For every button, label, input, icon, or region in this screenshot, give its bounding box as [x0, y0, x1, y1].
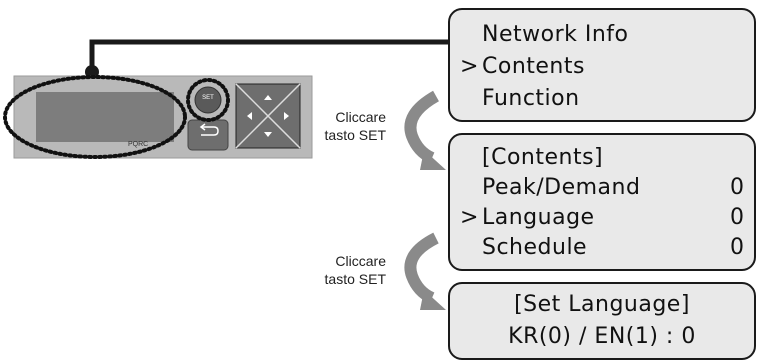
contents-item-schedule: Schedule	[482, 235, 588, 260]
contents-item-peak-demand-value: 0	[730, 175, 744, 200]
step-caption-1-line1: Cliccare	[335, 109, 386, 125]
up-arrow-icon	[264, 95, 272, 100]
contents-item-schedule-value: 0	[730, 235, 744, 260]
language-value-line: KR(0) / EN(1) : 0	[508, 324, 696, 349]
right-arrow-icon	[284, 112, 289, 120]
step-caption-1: Cliccare tasto SET	[306, 108, 386, 144]
selection-cursor: >	[460, 54, 479, 79]
model-label: PQRC	[128, 141, 149, 148]
left-arrow-icon	[247, 112, 252, 120]
connector-line	[89, 39, 452, 72]
return-icon-head	[199, 123, 206, 131]
step-arrow-1	[404, 90, 440, 164]
step-arrow-2-head	[420, 290, 446, 310]
language-screen: [Set Language] KR(0) / EN(1) : 0	[448, 282, 756, 360]
contents-item-language: Language	[482, 205, 595, 230]
menu-item-contents: Contents	[482, 54, 585, 79]
language-title: [Set Language]	[514, 292, 690, 317]
selection-cursor: >	[460, 205, 479, 230]
down-arrow-icon	[264, 132, 272, 137]
set-button-label: SET	[202, 95, 214, 101]
set-button[interactable]	[194, 86, 222, 114]
lcd-screen	[36, 92, 174, 142]
contents-item-peak-demand: Peak/Demand	[482, 175, 641, 200]
lcd-highlight	[3, 75, 187, 159]
contents-menu-screen: [Contents] Peak/Demand 0 > Language 0 Sc…	[448, 133, 756, 271]
step-caption-2: Cliccare tasto SET	[306, 252, 386, 288]
step-arrow-1-head	[420, 150, 446, 170]
step-caption-2-line1: Cliccare	[335, 253, 386, 269]
contents-item-language-value: 0	[730, 205, 744, 230]
contents-title: [Contents]	[482, 145, 604, 170]
set-button-highlight	[186, 78, 230, 122]
step-caption-1-line2: tasto SET	[324, 127, 386, 143]
main-menu-screen: Network Info > Contents Function	[448, 8, 756, 122]
step-arrow-2	[404, 232, 439, 304]
return-icon	[201, 126, 219, 136]
menu-item-function: Function	[482, 86, 580, 111]
step-caption-2-line2: tasto SET	[324, 271, 386, 287]
menu-item-network-info: Network Info	[482, 22, 629, 47]
dpad-divider-2	[235, 83, 301, 149]
